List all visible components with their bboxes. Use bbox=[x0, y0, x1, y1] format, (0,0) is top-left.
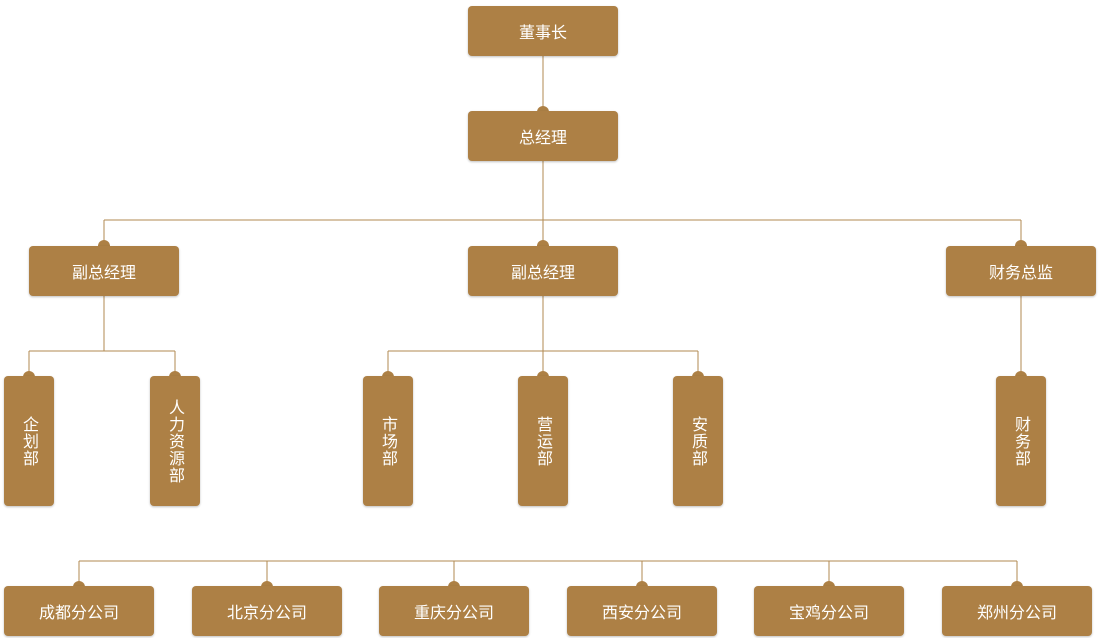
cfo-box: 财务总监 bbox=[946, 246, 1096, 296]
dept-hr-box: 人力资源部 bbox=[150, 376, 200, 506]
branch-xian-label: 西安分公司 bbox=[601, 603, 682, 622]
dept-market-box: 市场部 bbox=[363, 376, 413, 506]
dept-finance-box: 财务部 bbox=[996, 376, 1046, 506]
dept-quality-box: 安质部 bbox=[673, 376, 723, 506]
dept-planning-box: 企划部 bbox=[4, 376, 54, 506]
vice-gm-center-box: 副总经理 bbox=[468, 246, 618, 296]
branch-xian-box: 西安分公司 bbox=[567, 586, 717, 636]
vice-gm-left-label: 副总经理 bbox=[71, 263, 136, 282]
dept-operations-label: 营运部 bbox=[534, 415, 553, 467]
branch-chongqing-label: 重庆分公司 bbox=[413, 603, 494, 622]
general-manager-label: 总经理 bbox=[518, 128, 567, 147]
branch-baoji-box: 宝鸡分公司 bbox=[754, 586, 904, 636]
branch-zhengzhou-box: 郑州分公司 bbox=[942, 586, 1092, 636]
branch-chengdu-label: 成都分公司 bbox=[38, 603, 119, 622]
branch-chengdu-box: 成都分公司 bbox=[4, 586, 154, 636]
branch-beijing-box: 北京分公司 bbox=[192, 586, 342, 636]
general-manager-box: 总经理 bbox=[468, 111, 618, 161]
dept-quality-label: 安质部 bbox=[689, 415, 708, 467]
vice-gm-center-label: 副总经理 bbox=[510, 263, 575, 282]
dept-finance-label: 财务部 bbox=[1012, 415, 1031, 467]
vice-gm-left-box: 副总经理 bbox=[29, 246, 179, 296]
branch-chongqing-box: 重庆分公司 bbox=[379, 586, 529, 636]
branch-beijing-label: 北京分公司 bbox=[226, 603, 307, 622]
branch-baoji-label: 宝鸡分公司 bbox=[788, 603, 869, 622]
chairman-label: 董事长 bbox=[518, 23, 567, 42]
dept-operations-box: 营运部 bbox=[518, 376, 568, 506]
chairman-box: 董事长 bbox=[468, 6, 618, 56]
dept-market-label: 市场部 bbox=[379, 415, 398, 467]
cfo-label: 财务总监 bbox=[988, 263, 1053, 282]
dept-hr-label: 人力资源部 bbox=[166, 398, 185, 484]
branch-zhengzhou-label: 郑州分公司 bbox=[976, 603, 1057, 622]
dept-planning-label: 企划部 bbox=[20, 415, 39, 467]
